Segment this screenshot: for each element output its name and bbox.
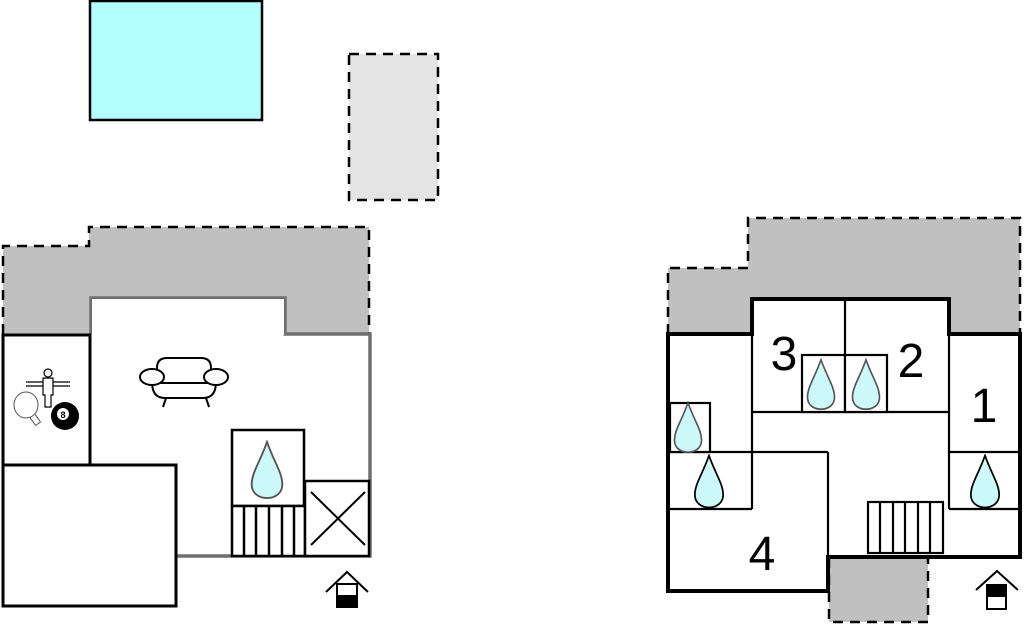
ground-floor-indicator-icon xyxy=(325,570,369,608)
balcony xyxy=(829,558,928,622)
room-label-4: 4 xyxy=(749,528,776,581)
storage-room xyxy=(1,463,178,608)
table-football-icon xyxy=(26,368,70,408)
billiard-8-ball-icon: 8 xyxy=(51,402,79,430)
room-label-2: 2 xyxy=(898,335,925,388)
terrace xyxy=(668,218,1020,334)
svg-text:8: 8 xyxy=(60,410,65,420)
staircase xyxy=(230,504,307,558)
upper-floor-indicator-icon xyxy=(975,569,1019,610)
room-label-1: 1 xyxy=(971,380,998,433)
pool xyxy=(88,0,264,122)
table-tennis-icon xyxy=(13,391,42,427)
ground-floor: 8 xyxy=(1,0,440,608)
terrace-outline xyxy=(1,225,371,334)
terrace xyxy=(3,227,369,334)
parking xyxy=(347,52,440,202)
terrace-outline xyxy=(666,216,1022,334)
interior-walls xyxy=(668,299,1020,557)
balcony-outline xyxy=(827,558,930,624)
staircase xyxy=(866,500,945,555)
upper-floor: 1 2 3 4 xyxy=(666,216,1022,624)
room-label-3: 3 xyxy=(771,328,798,381)
sofa-icon xyxy=(139,357,229,408)
cross-icon xyxy=(310,491,366,546)
living-room xyxy=(92,299,284,335)
